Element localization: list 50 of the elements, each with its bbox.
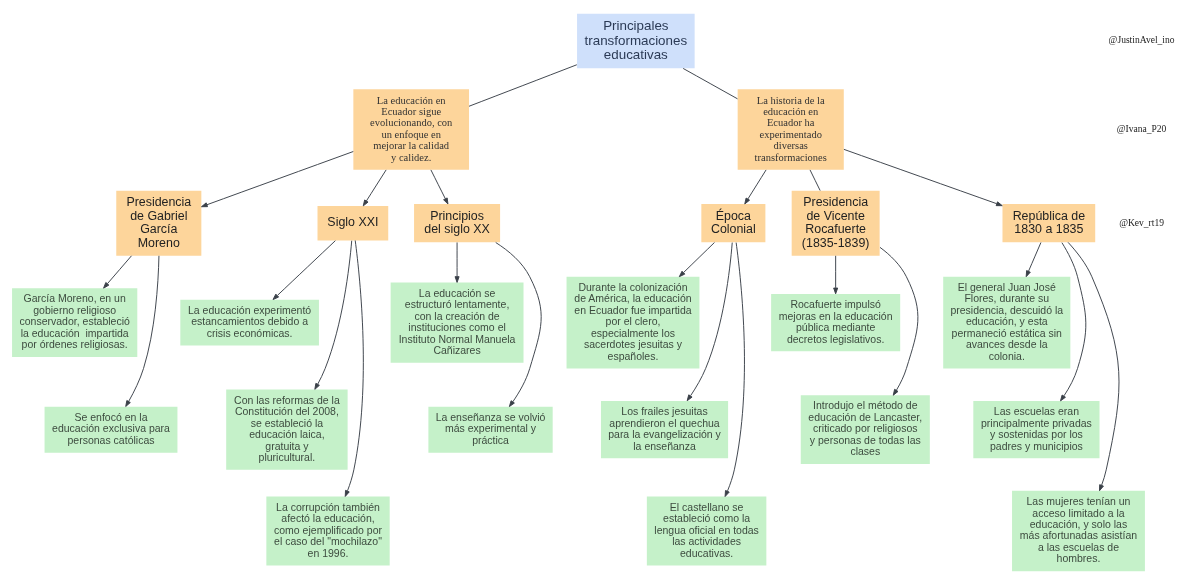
label: @JustinAvel_ino bbox=[1108, 34, 1175, 46]
connector bbox=[468, 64, 578, 107]
arrow bbox=[1025, 242, 1042, 278]
node-box: República de 1830 a 1835 bbox=[1002, 204, 1096, 243]
arrow bbox=[1060, 242, 1087, 402]
node-box: Época Colonial bbox=[701, 204, 766, 243]
arrow bbox=[843, 148, 1003, 207]
node-box: Las escuelas eran principalmente privadas y sostenidas por los padres y municipios bbox=[973, 401, 1100, 459]
node-box: Se enfocó en la educación exclusiva para personas católicas bbox=[44, 406, 178, 453]
arrow bbox=[879, 246, 919, 396]
node-box: Introdujo el método de educación de Lancaster, criticado por religiosos y personas de todas las clases bbox=[800, 395, 930, 465]
arrow bbox=[272, 240, 336, 301]
node-box: Principios del siglo XX bbox=[414, 204, 501, 243]
node-box: La corrupción también afectó la educación, como ejemplificado por el caso del "mochilazo" en 1996. bbox=[266, 496, 390, 566]
arrow bbox=[201, 151, 354, 208]
node-box: Con las reformas de la Constitución del 2008, se estableció la educación laica, gratuita y pluricultural. bbox=[226, 389, 348, 470]
arrow bbox=[678, 242, 715, 278]
connector bbox=[809, 169, 821, 192]
arrow bbox=[362, 169, 387, 207]
arrow bbox=[686, 242, 733, 402]
node-box: La educación en Ecuador sigue evolucionando, con un enfoque en mejorar la calidad y calidez. bbox=[353, 89, 470, 170]
arrow bbox=[314, 240, 353, 390]
node-box: La enseñanza se volvió más experimental y práctica bbox=[428, 406, 553, 453]
node-box: La educación se estructuró lentamente, con la creación de instituciones como el Instituto Normal Manuela Cañizares bbox=[390, 282, 524, 363]
node-box: El castellano se estableció como la lengua oficial en todas las actividades educativas. bbox=[646, 496, 767, 566]
arrow bbox=[430, 169, 449, 205]
node-box: La educación experimentó estancamientos debido a crisis económicas. bbox=[180, 299, 319, 346]
node-box: García Moreno, en un gobierno religioso conservador, estableció la educación impartida por órdenes religiosas. bbox=[12, 288, 138, 358]
arrow bbox=[833, 255, 839, 295]
node-box: El general Juan José Flores, durante su presidencia, descuidó la educación, y esta permaneció estática sin avances desde la colonia. bbox=[943, 276, 1071, 369]
node-box: Siglo XXI bbox=[317, 206, 389, 241]
arrow bbox=[103, 255, 132, 289]
node-box: La historia de la educación en Ecuador ha experimentado diversas transformaciones bbox=[737, 89, 844, 170]
arrow bbox=[1067, 241, 1120, 492]
node-box: Durante la colonización de América, la educación en Ecuador fue impartida por el clero, especialmente los sacerdotes jesuitas y españoles. bbox=[566, 276, 700, 369]
connector bbox=[682, 67, 738, 100]
label: @Ivana_P20 bbox=[1116, 122, 1167, 134]
arrow bbox=[344, 240, 364, 497]
node-box: Presidencia de Vicente Rocafuerte (1835-1839) bbox=[791, 190, 880, 256]
arrow bbox=[744, 169, 767, 205]
node-box: Presidencia de Gabriel García Moreno bbox=[116, 190, 202, 256]
arrow bbox=[454, 242, 460, 283]
node-box: Las mujeres tenían un acceso limitado a la educación, y solo las más afortunadas asistían a las escuelas de hombres. bbox=[1012, 490, 1145, 572]
node-box: Los frailes jesuitas aprendieron el quechua para la evangelización y la enseñanza bbox=[600, 401, 729, 459]
arrow bbox=[495, 242, 542, 408]
arrow bbox=[724, 242, 745, 498]
label: @Kev_rt19 bbox=[1119, 216, 1165, 228]
node-box: Principales transformaciones educativas bbox=[577, 13, 695, 69]
node-box: Rocafuerte impulsó mejoras en la educación pública mediante decretos legislativos. bbox=[771, 293, 901, 352]
arrow bbox=[125, 255, 160, 407]
